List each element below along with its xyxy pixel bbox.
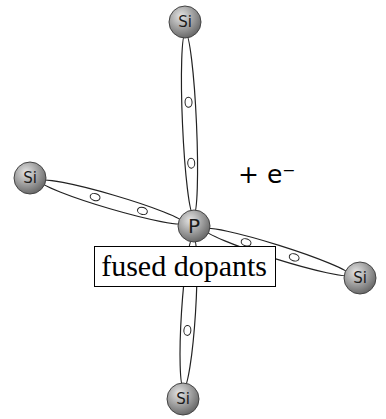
silicon-atom: Si: [166, 382, 200, 416]
atom-symbol: Si: [343, 261, 377, 295]
donated-electron-label: + e⁻: [238, 160, 295, 189]
silicon-atom: Si: [343, 261, 377, 295]
atom-symbol: Si: [166, 382, 200, 416]
silicon-atom: Si: [168, 5, 202, 39]
phosphorus-atom: P: [177, 209, 211, 243]
silicon-atom: Si: [13, 161, 47, 195]
atom-symbol: Si: [13, 161, 47, 195]
covalent-bond: [39, 174, 186, 229]
caption-box: fused dopants: [94, 246, 276, 287]
atom-symbol: P: [177, 209, 211, 243]
atom-symbol: Si: [168, 5, 202, 39]
covalent-bond: [178, 33, 200, 216]
